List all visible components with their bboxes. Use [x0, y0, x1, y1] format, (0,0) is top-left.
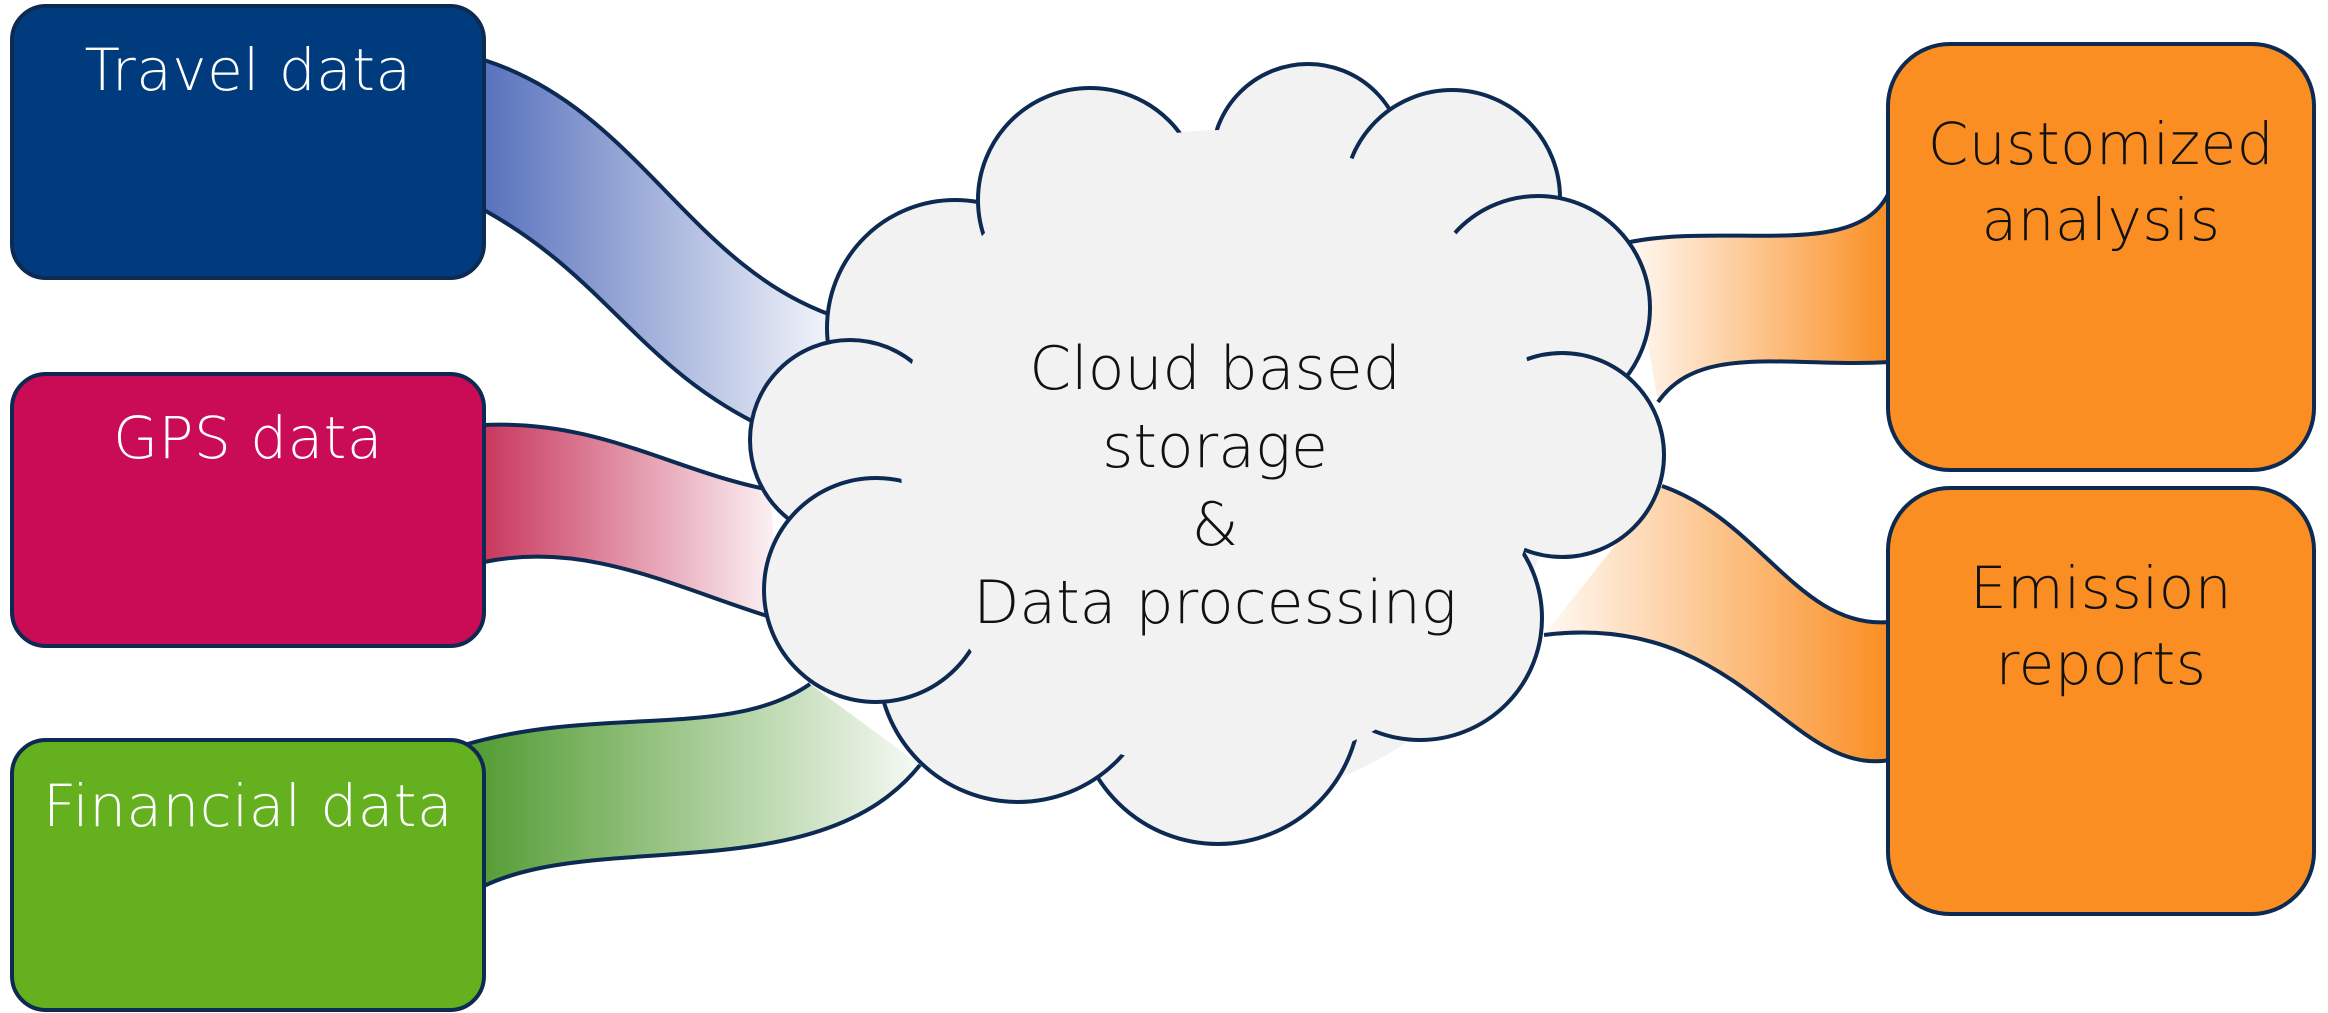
- cloud-label: Cloud based storage & Data processing: [930, 330, 1500, 642]
- travel-data-box: Travel data: [10, 4, 486, 280]
- cloud-line-4: Data processing: [973, 568, 1457, 638]
- emission-reports-box: Emission reports: [1886, 486, 2316, 916]
- customized-analysis-box: Customized analysis: [1886, 42, 2316, 472]
- cloud-line-2: storage: [1102, 412, 1328, 482]
- financial-data-label: Financial data: [42, 772, 454, 840]
- cloud-line-3: &: [1191, 490, 1239, 560]
- gps-data-label: GPS data: [113, 404, 383, 472]
- flow-reports: [1543, 484, 1891, 764]
- customized-analysis-line-2: analysis: [1981, 186, 2221, 254]
- customized-analysis-line-1: Customized: [1927, 110, 2275, 178]
- flow-gps: [483, 422, 781, 622]
- flow-financial: [463, 682, 922, 888]
- flow-analysis: [1629, 189, 1892, 404]
- emission-reports-line-2: reports: [1995, 630, 2207, 698]
- customized-analysis-label: Customized analysis: [1890, 106, 2312, 258]
- cloud-shape: [748, 62, 1666, 846]
- flow-travel: [483, 58, 841, 432]
- travel-data-label: Travel data: [84, 36, 412, 104]
- financial-data-box: Financial data: [10, 738, 486, 1012]
- emission-reports-label: Emission reports: [1890, 550, 2312, 702]
- cloud-line-1: Cloud based: [1029, 334, 1401, 404]
- emission-reports-line-1: Emission: [1969, 554, 2233, 622]
- gps-data-box: GPS data: [10, 372, 486, 648]
